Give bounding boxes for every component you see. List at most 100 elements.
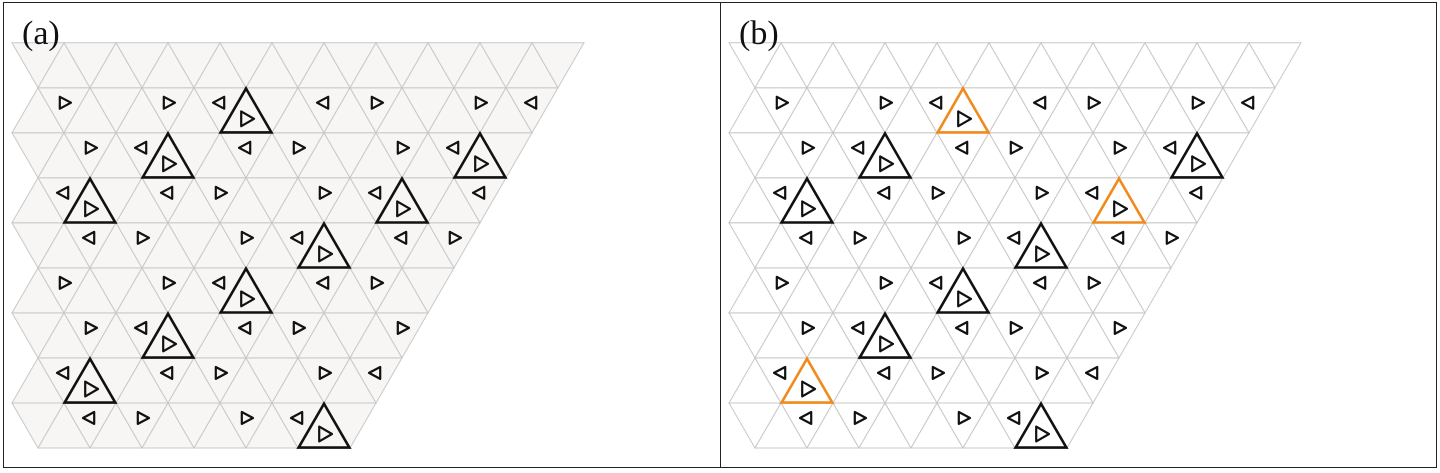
small-triangle-motif (1110, 230, 1125, 245)
small-triangle-motif (58, 95, 73, 110)
panel-b: (b) (720, 2, 1437, 468)
small-triangle-motif (1087, 95, 1102, 110)
small-triangle-motif (1240, 95, 1255, 110)
small-triangle-motif (798, 230, 813, 245)
small-triangle-motif (396, 140, 411, 155)
small-triangle-motif (55, 185, 70, 200)
panel-label-b: (b) (739, 15, 779, 52)
small-triangle-motif (211, 275, 226, 290)
small-triangle-motif (1165, 230, 1180, 245)
small-triangle-motif (240, 230, 255, 245)
large-triangle-motif (62, 176, 118, 224)
small-triangle-motif (1084, 185, 1099, 200)
small-triangle-motif (879, 275, 894, 290)
small-triangle-motif (162, 95, 177, 110)
inner-triangle-motif (801, 200, 817, 218)
inner-triangle-motif (396, 200, 412, 218)
highlighted-triangle-motif (1091, 176, 1147, 224)
small-triangle-motif (1113, 320, 1128, 335)
small-triangle-motif (370, 95, 385, 110)
large-triangle-motif (218, 266, 274, 314)
small-triangle-motif (471, 185, 486, 200)
small-triangle-motif (159, 365, 174, 380)
small-triangle-motif (289, 230, 304, 245)
small-triangle-motif (1032, 95, 1047, 110)
small-triangle-motif (1191, 95, 1206, 110)
inner-triangle-motif (957, 110, 973, 128)
small-triangle-motif (237, 140, 252, 155)
inner-triangle-motif (162, 155, 178, 173)
lattice-group (11, 41, 585, 449)
small-triangle-motif (1035, 185, 1050, 200)
small-triangle-motif (159, 185, 174, 200)
tiles (728, 41, 1302, 449)
small-triangle-motif (931, 185, 946, 200)
small-triangle-motif (55, 365, 70, 380)
small-triangle-motif (474, 95, 489, 110)
highlighted-triangle-motif (779, 356, 835, 404)
inner-triangle-motif (474, 155, 490, 173)
small-triangle-motif (318, 365, 333, 380)
inner-triangle-motif (801, 380, 817, 398)
grid-triangle (1248, 42, 1302, 89)
small-triangle-motif (1087, 275, 1102, 290)
small-triangle-motif (931, 365, 946, 380)
small-triangle-motif (136, 230, 151, 245)
lattice-group (728, 41, 1302, 449)
small-triangle-motif (1113, 140, 1128, 155)
small-triangle-motif (954, 320, 969, 335)
motifs (772, 85, 1255, 449)
inner-triangle-motif (879, 155, 895, 173)
large-triangle-motif (452, 130, 508, 179)
lattice-b (728, 41, 1302, 449)
small-triangle-motif (214, 185, 229, 200)
small-triangle-motif (928, 95, 943, 110)
large-triangle-motif (857, 311, 913, 359)
small-triangle-motif (1032, 275, 1047, 290)
inner-triangle-motif (1113, 200, 1129, 218)
tiles (11, 41, 585, 449)
small-triangle-motif (928, 275, 943, 290)
small-triangle-motif (81, 410, 96, 425)
small-triangle-motif (798, 410, 813, 425)
large-triangle-motif (140, 311, 196, 359)
small-triangle-motif (136, 410, 151, 425)
inner-triangle-motif (84, 200, 100, 218)
small-triangle-motif (289, 410, 304, 425)
small-triangle-motif (133, 320, 148, 335)
small-triangle-motif (1162, 140, 1177, 155)
small-triangle-motif (954, 140, 969, 155)
small-triangle-motif (1009, 140, 1024, 155)
large-triangle-motif (857, 130, 913, 179)
small-triangle-motif (957, 230, 972, 245)
small-triangle-motif (801, 320, 816, 335)
small-triangle-motif (367, 185, 382, 200)
inner-triangle-motif (240, 110, 256, 128)
inner-triangle-motif (84, 380, 100, 398)
large-triangle-motif (1169, 130, 1225, 179)
inner-triangle-motif (1035, 245, 1051, 263)
small-triangle-motif (1084, 365, 1099, 380)
small-triangle-motif (1006, 410, 1021, 425)
large-triangle-motif (374, 176, 430, 224)
small-triangle-motif (523, 95, 538, 110)
large-triangle-motif (779, 176, 835, 224)
small-triangle-motif (853, 230, 868, 245)
large-triangle-motif (140, 130, 196, 179)
small-triangle-motif (393, 230, 408, 245)
small-triangle-motif (214, 365, 229, 380)
small-triangle-motif (801, 140, 816, 155)
small-triangle-motif (237, 320, 252, 335)
small-triangle-motif (58, 275, 73, 290)
small-triangle-motif (292, 320, 307, 335)
motifs (55, 85, 538, 449)
small-triangle-motif (775, 95, 790, 110)
small-triangle-motif (853, 410, 868, 425)
small-triangle-motif (211, 95, 226, 110)
small-triangle-motif (162, 275, 177, 290)
small-triangle-motif (133, 140, 148, 155)
inner-triangle-motif (1191, 155, 1207, 173)
small-triangle-motif (292, 140, 307, 155)
small-triangle-motif (84, 140, 99, 155)
